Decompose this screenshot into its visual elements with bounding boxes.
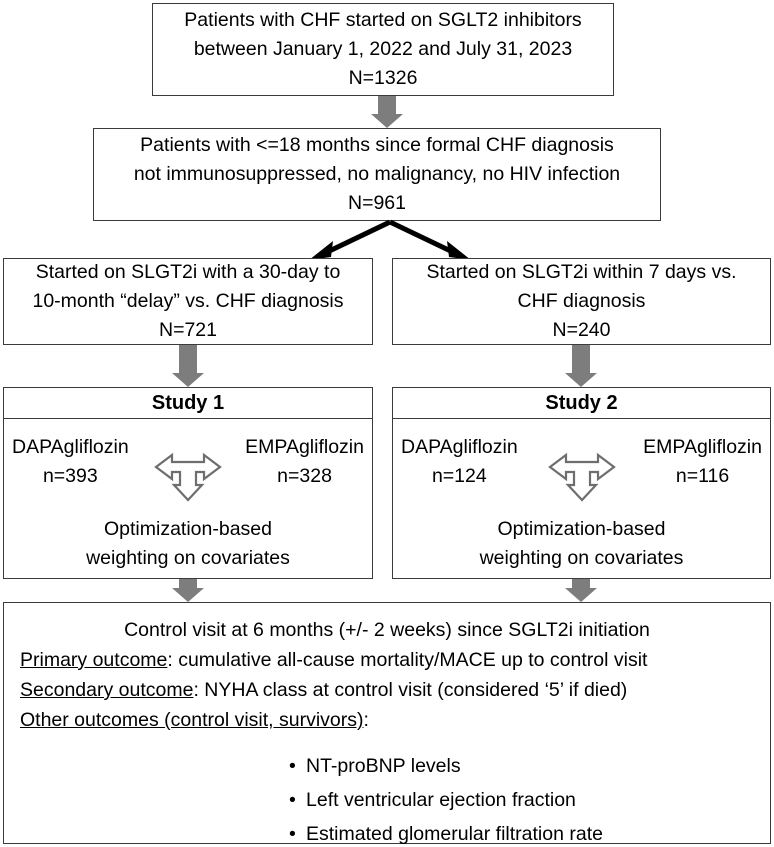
primary-outcome-row: Primary outcome: cumulative all-cause mo… (20, 645, 754, 675)
study1-method-line-2: weighting on covariates (86, 547, 290, 569)
study2-body: DAPAgliflozin n=124 EMPAgliflozin n=116 … (393, 419, 770, 578)
study2-method-line-2: weighting on covariates (479, 547, 684, 569)
study2-arm-right-n: n=116 (675, 465, 730, 487)
study2-arm-empagliflozin: EMPAgliflozin n=116 (643, 433, 762, 491)
comparison-tri-arrow-icon (547, 452, 616, 502)
study1-box: Study 1 DAPAgliflozin n=393 EMPAgliflozi… (3, 387, 373, 579)
study2-arm-right-drug: EMPAgliflozin (643, 436, 762, 458)
study1-arm-left-n: n=393 (42, 465, 98, 487)
secondary-outcome-label: Secondary outcome (20, 679, 194, 701)
study1-arm-left-drug: DAPAgliflozin (12, 436, 129, 458)
arrow-enrollment-to-eligibility (365, 96, 409, 128)
other-outcomes-row: Other outcomes (control visit, survivors… (20, 705, 754, 735)
eligibility-line-1: Patients with <=18 months since formal C… (140, 134, 614, 156)
branch-early-line-2: CHF diagnosis (517, 290, 646, 312)
study2-arm-left-drug: DAPAgliflozin (401, 436, 518, 458)
study2-title: Study 2 (393, 388, 770, 419)
arrow-delayed-to-study1 (166, 345, 210, 387)
study1-body: DAPAgliflozin n=393 EMPAgliflozin n=328 … (4, 419, 372, 578)
enrollment-box: Patients with CHF started on SGLT2 inhib… (152, 3, 614, 96)
list-item: Estimated glomerular filtration rate (20, 817, 754, 847)
comparison-tri-arrow-icon (154, 452, 222, 502)
study1-title: Study 1 (4, 388, 372, 419)
list-item: NT-proBNP levels (20, 749, 754, 783)
study1-arm-right-drug: EMPAgliflozin (245, 436, 364, 458)
branch-split-arrows (309, 219, 471, 260)
list-item: Left ventricular ejection fraction (20, 783, 754, 817)
arrow-early-to-study2 (559, 345, 603, 387)
study2-arm-dapagliflozin: DAPAgliflozin n=124 (401, 433, 518, 491)
eligibility-box: Patients with <=18 months since formal C… (93, 128, 661, 221)
primary-outcome-label: Primary outcome (20, 649, 168, 671)
branch-delayed-line-2: 10-month “delay” vs. CHF diagnosis (32, 290, 344, 312)
secondary-outcome-text: : NYHA class at control visit (considere… (193, 679, 628, 701)
arrow-study2-to-outcomes (559, 579, 603, 602)
branch-box-delayed: Started on SLGT2i with a 30-day to 10-mo… (3, 258, 373, 345)
study1-method: Optimization-based weighting on covariat… (4, 515, 372, 573)
branch-box-early: Started on SLGT2i within 7 days vs. CHF … (392, 258, 771, 345)
arrow-study1-to-outcomes (166, 579, 210, 602)
study1-arm-right-n: n=328 (277, 465, 332, 487)
branch-delayed-count: N=721 (158, 319, 217, 341)
branch-early-line-1: Started on SLGT2i within 7 days vs. (426, 261, 737, 283)
outcomes-box: Control visit at 6 months (+/- 2 weeks) … (3, 602, 771, 847)
study2-box: Study 2 DAPAgliflozin n=124 EMPAgliflozi… (392, 387, 771, 579)
secondary-outcome-row: Secondary outcome: NYHA class at control… (20, 675, 754, 705)
study2-arm-left-n: n=124 (431, 465, 487, 487)
study1-method-line-1: Optimization-based (104, 518, 272, 540)
study2-method-line-1: Optimization-based (497, 518, 666, 540)
study2-method: Optimization-based weighting on covariat… (393, 515, 770, 573)
study1-arm-dapagliflozin: DAPAgliflozin n=393 (12, 433, 129, 491)
other-outcomes-label: Other outcomes (control visit, survivors… (20, 709, 364, 731)
eligibility-count: N=961 (347, 192, 406, 214)
other-outcomes-text: : (363, 709, 369, 731)
enrollment-count: N=1326 (348, 67, 418, 89)
branch-early-count: N=240 (552, 319, 611, 341)
eligibility-line-2: not immunosuppressed, no malignancy, no … (133, 163, 621, 185)
branch-delayed-line-1: Started on SLGT2i with a 30-day to (35, 261, 341, 283)
enrollment-line-1: Patients with CHF started on SGLT2 inhib… (184, 9, 582, 31)
other-outcomes-list: NT-proBNP levels Left ventricular ejecti… (20, 749, 754, 847)
study1-arm-empagliflozin: EMPAgliflozin n=328 (245, 433, 364, 491)
outcomes-header: Control visit at 6 months (+/- 2 weeks) … (124, 619, 650, 641)
enrollment-line-2: between January 1, 2022 and July 31, 202… (193, 38, 573, 60)
primary-outcome-text: : cumulative all-cause mortality/MACE up… (167, 649, 648, 671)
